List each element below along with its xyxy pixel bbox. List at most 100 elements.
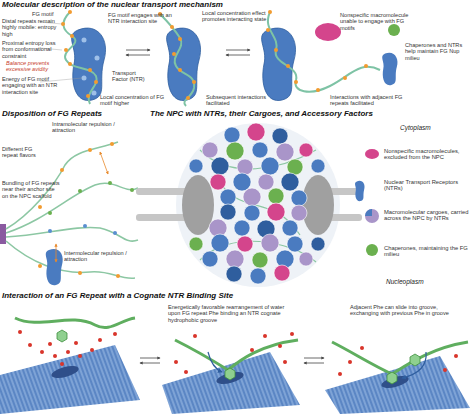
fg-repeat-bundle xyxy=(100,152,108,174)
fg-repeat-bundle xyxy=(78,189,82,193)
binding-panel-2 xyxy=(193,334,197,338)
binding-panel-1 xyxy=(50,364,80,381)
nuclear-pore-complex xyxy=(287,159,303,175)
ntr-panel-1 xyxy=(95,56,100,61)
legend-text: Nuclear Transport Receptors (NTRs) xyxy=(384,179,458,191)
nuclear-pore-complex xyxy=(272,128,288,144)
binding-panel-3 xyxy=(454,354,458,358)
legend-entry: Chaperones, maintaining the FG milieu xyxy=(384,245,472,258)
compartment-label: Cytoplasm xyxy=(400,124,460,131)
legend-entry: Macromolecular cargoes, carried across t… xyxy=(384,209,472,222)
binding-panel-1 xyxy=(53,354,57,358)
nuclear-pore-complex xyxy=(226,142,244,160)
legend-icon xyxy=(365,209,372,216)
binding-panel-2 xyxy=(175,340,298,370)
nuclear-pore-complex xyxy=(202,142,218,158)
nuclear-pore-complex xyxy=(274,265,290,281)
fg-repeat-bundle xyxy=(38,205,42,209)
fg-repeat-bundle xyxy=(6,241,135,278)
legend-text: Nonspecific macromolecules, excluded fro… xyxy=(384,148,459,160)
annotation-text: Local concentration of FG motif higher xyxy=(100,94,172,107)
binding-panel-2 xyxy=(278,344,282,348)
annotation-text: Intermolecular repulsion / attraction xyxy=(64,250,130,263)
nuclear-pore-complex xyxy=(299,252,313,266)
binding-panel-3 xyxy=(387,372,397,384)
binding-panel-1 xyxy=(18,330,117,366)
nuclear-pore-complex xyxy=(291,205,307,221)
ntr-panel-3 xyxy=(315,23,341,41)
ntr-panel-3 xyxy=(286,64,290,68)
nuclear-pore-complex xyxy=(291,190,307,206)
binding-panel-3 xyxy=(338,346,458,376)
fg-repeat-bundle xyxy=(78,271,82,275)
binding-panel-1 xyxy=(28,343,32,347)
binding-panel-1 xyxy=(66,350,70,354)
ntr-panel-1 xyxy=(88,68,92,72)
nuclear-pore-complex xyxy=(302,175,334,235)
binding-panel-1 xyxy=(113,332,117,336)
binding-panel-3 xyxy=(360,346,364,350)
nuclear-pore-complex xyxy=(220,189,236,205)
fg-repeat-bundle xyxy=(110,142,114,146)
fg-repeat-bundle xyxy=(46,249,63,285)
annotation-text: Transport Factor (NTR) xyxy=(112,70,152,83)
nuclear-pore-complex xyxy=(136,123,362,287)
nuclear-pore-complex xyxy=(281,173,299,191)
ntr-panel-2 xyxy=(186,96,190,100)
binding-panel-3 xyxy=(443,368,447,372)
binding-panel-2 xyxy=(162,352,300,414)
section-heading: The NPC with NTRs, their Cargoes, and Ac… xyxy=(150,110,373,119)
annotation-text: Intramolecular repulsion / attraction xyxy=(52,121,124,134)
binding-panel-3 xyxy=(410,354,420,366)
binding-panel-1 xyxy=(57,330,67,342)
annotation-text: Subsequent interactions facilitated xyxy=(206,94,286,107)
nuclear-pore-complex xyxy=(261,157,279,175)
annotation-text: FG motif xyxy=(32,11,72,17)
section-heading: Interaction of an FG Repeat with a Cogna… xyxy=(2,292,233,301)
ntr-panel-3 xyxy=(316,88,320,92)
fg-repeat-bundle xyxy=(83,224,87,228)
nuclear-pore-complex xyxy=(233,173,251,191)
ntr-panel-2 xyxy=(192,80,196,84)
ntr-panel-1 xyxy=(70,34,74,38)
equilibrium-arrow xyxy=(304,358,324,359)
binding-panel-2 xyxy=(225,368,235,380)
annotation-text: Different FG repeat flavors xyxy=(2,146,46,159)
annotation-text: Energy of FG motif engaging with an NTR … xyxy=(2,76,68,95)
nuclear-pore-complex xyxy=(252,252,268,268)
nuclear-pore-complex xyxy=(311,159,325,173)
ntr-panel-3 xyxy=(274,48,278,52)
ntr-panel-2 xyxy=(167,28,201,100)
annotation-text: Local concentration effect promotes inte… xyxy=(202,10,270,23)
ntr-panel-3 xyxy=(268,10,272,14)
nuclear-pore-complex xyxy=(268,188,284,204)
annotation-text: Chaperones and NTRs help maintain FG Nup… xyxy=(405,42,473,61)
nuclear-pore-complex xyxy=(220,204,236,220)
ntr-panel-1 xyxy=(92,91,97,96)
fg-repeat-bundle xyxy=(48,211,52,215)
ntr-panel-3 xyxy=(388,24,400,36)
ntr-panel-3 xyxy=(262,28,296,100)
ntr-panel-1 xyxy=(40,10,106,104)
ntr-panel-1 xyxy=(72,28,106,100)
binding-panel-2 xyxy=(250,348,254,352)
binding-panel-3 xyxy=(325,342,470,414)
legend-icon xyxy=(355,181,365,201)
ntr-panel-1 xyxy=(63,12,96,104)
fg-repeat-bundle xyxy=(113,231,117,235)
equilibrium-arrow xyxy=(226,50,250,51)
annotation-text: FG motif engages with an NTR interaction… xyxy=(108,12,180,25)
binding-panel-2 xyxy=(283,360,287,364)
binding-panel-1 xyxy=(48,342,52,346)
nuclear-pore-complex xyxy=(244,205,260,221)
ntr-panel-3 xyxy=(294,80,298,84)
nuclear-pore-complex xyxy=(311,237,325,251)
section-heading: Disposition of FG Repeats xyxy=(2,110,102,119)
binding-panel-1 xyxy=(98,338,102,342)
ntr-panel-1 xyxy=(82,76,87,81)
ntr-panel-1 xyxy=(64,48,68,52)
binding-panel-2 xyxy=(174,332,294,374)
annotation-text: Proximal entropy loss from conformationa… xyxy=(2,40,64,59)
nuclear-pore-complex xyxy=(287,236,303,252)
